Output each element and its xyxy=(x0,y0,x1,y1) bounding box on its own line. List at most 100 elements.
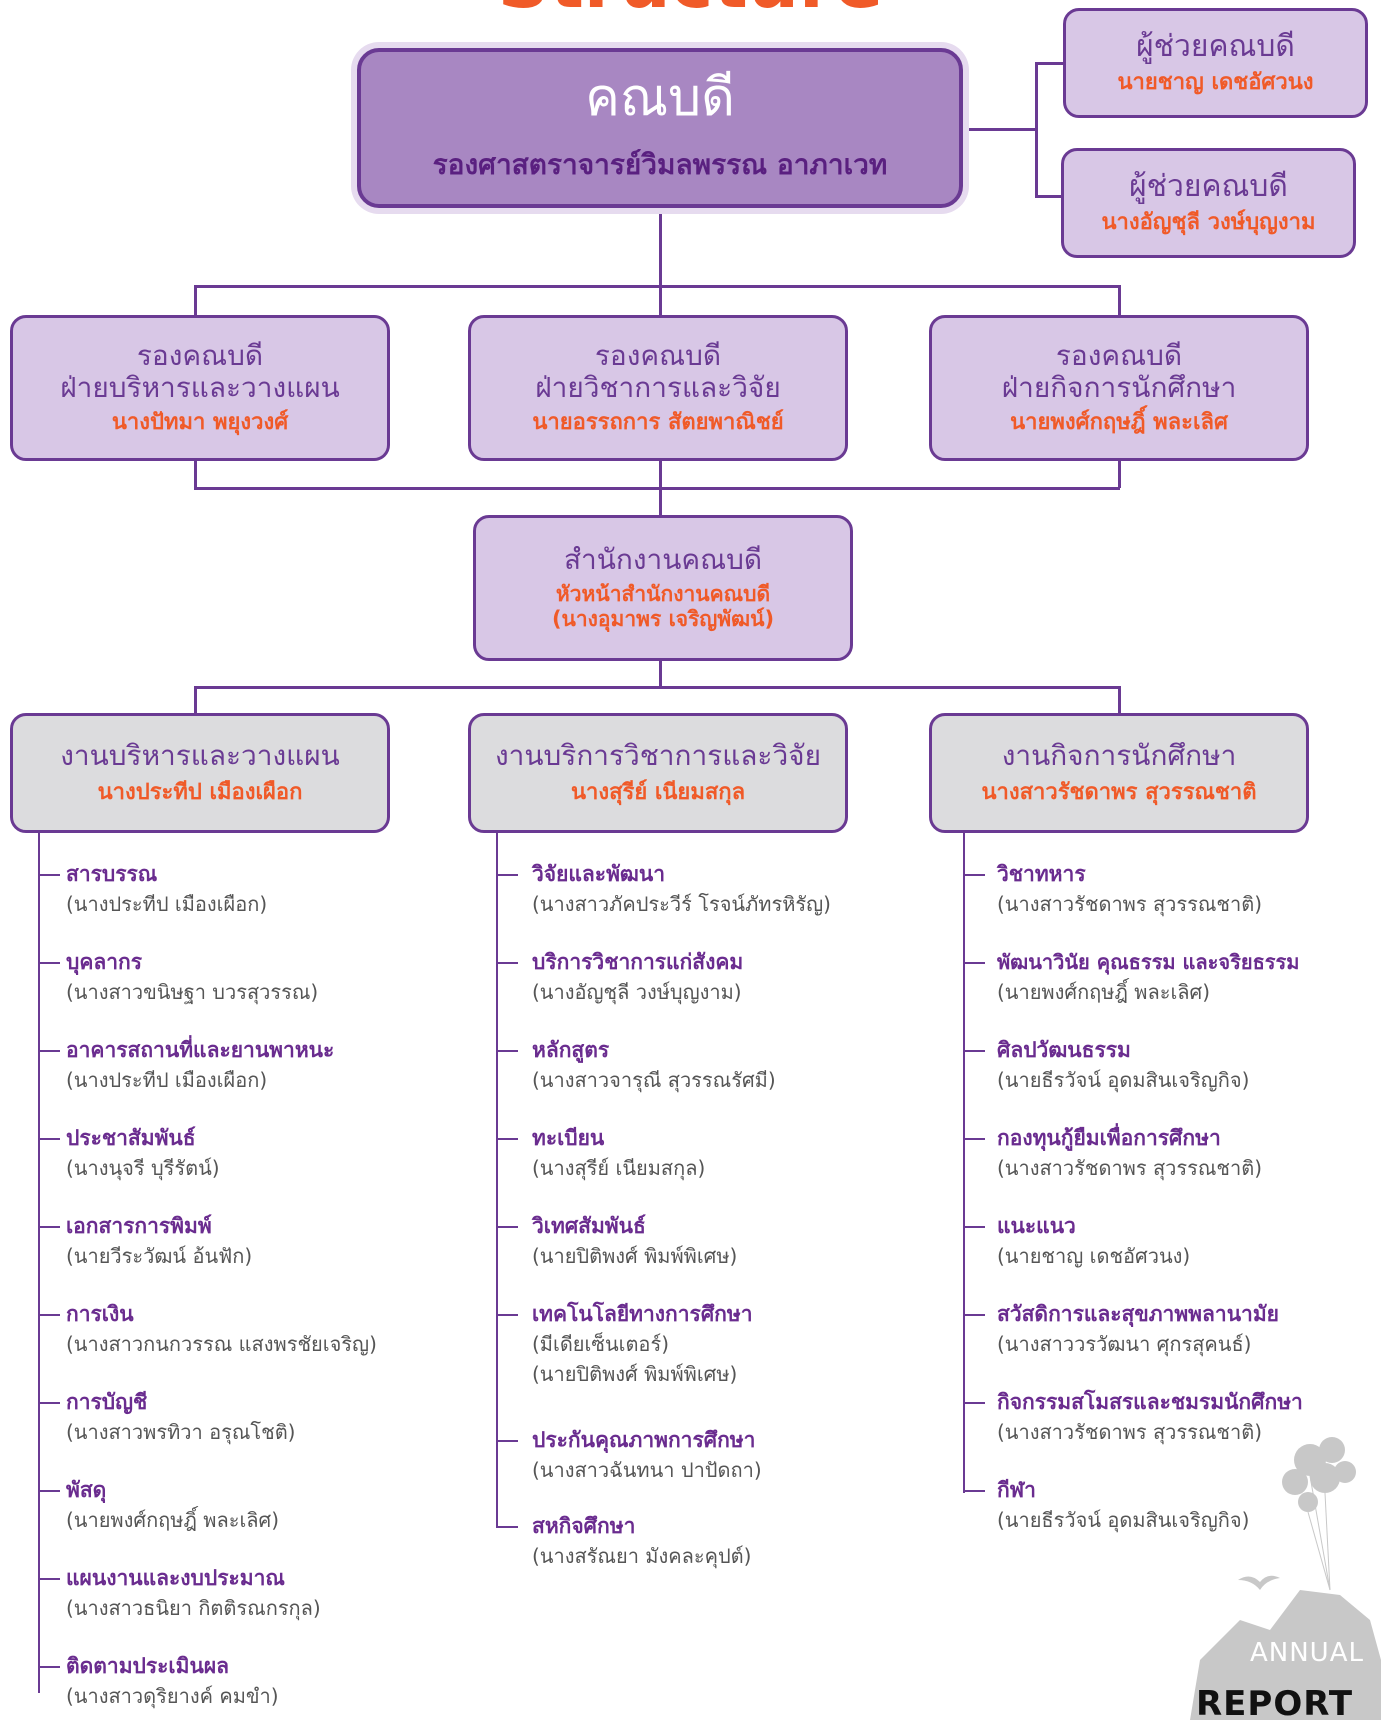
connector xyxy=(1118,460,1121,488)
section-title: วิเทศสัมพันธ์ xyxy=(532,1214,646,1238)
dean-box: คณบดี รองศาสตราจารย์วิมลพรรณ อาภาเวท xyxy=(357,48,963,208)
section-title: วิชาทหาร xyxy=(997,862,1086,886)
office-name: (นางอุมาพร เจริญพัฒน์) xyxy=(551,607,775,632)
vice-dean-box: รองคณบดี ฝ่ายวิชาการและวิจัย นายอรรถการ … xyxy=(468,315,848,461)
section-title: พัสดุ xyxy=(66,1478,107,1502)
section-item: สารบรรณ(นางประทีป เมืองเผือก) xyxy=(66,859,267,919)
vice-dean-dept: ฝ่ายบริหารและวางแผน xyxy=(60,370,340,404)
section-person: (นางสาวรัชดาพร สุวรรณชาติ) xyxy=(997,1156,1263,1180)
section-title: ประชาสัมพันธ์ xyxy=(66,1126,196,1150)
unit-box: งานบริการวิชาการและวิจัย นางสุรีย์ เนียม… xyxy=(468,713,848,833)
list-tick xyxy=(496,1314,518,1316)
section-title: กิจกรรมสโมสรและชมรมนักศึกษา xyxy=(997,1390,1303,1414)
section-item: พัฒนาวินัย คุณธรรม และจริยธรรม(นายพงศ์กฤ… xyxy=(997,947,1299,1007)
section-person: (นายวีระวัฒน์ อ้นฟัก) xyxy=(66,1244,253,1268)
vice-dean-title: รองคณบดี xyxy=(594,338,722,372)
connector xyxy=(496,833,498,1528)
section-item: กีฬา(นายธีรวัจน์ อุดมสินเจริญกิจ) xyxy=(997,1475,1249,1535)
section-item: สวัสดิการและสุขภาพพลานามัย(นางสาววรวัฒนา… xyxy=(997,1299,1279,1359)
list-tick xyxy=(963,874,985,876)
list-tick xyxy=(963,1138,985,1140)
section-item: ทะเบียน (นางสุรีย์ เนียมสกุล) xyxy=(532,1123,705,1183)
section-person: (นายพงศ์กฤษฎิ์ พละเลิศ) xyxy=(997,980,1211,1004)
section-item: หลักสูตร(นางสาวจารุณี สุวรรณรัศมี) xyxy=(532,1035,776,1095)
list-tick xyxy=(38,1138,60,1140)
section-item: ติดตามประเมินผล(นางสาวดุริยางค์ คมขำ) xyxy=(66,1651,279,1711)
connector xyxy=(1118,285,1121,315)
connector xyxy=(659,660,662,688)
section-person: (นางสาวดุริยางค์ คมขำ) xyxy=(66,1684,279,1708)
silhouette-icon xyxy=(1190,1590,1381,1720)
section-person: (นางสุรีย์ เนียมสกุล) xyxy=(532,1156,706,1180)
section-title: เอกสารการพิมพ์ xyxy=(66,1214,212,1238)
section-title: เทคโนโลยีทางการศึกษา xyxy=(532,1302,753,1326)
connector xyxy=(1035,62,1065,65)
section-person: (นายปิติพงศ์ พิมพ์พิเศษ) xyxy=(532,1362,738,1386)
watermark-line1: ANNUAL xyxy=(1250,1638,1364,1668)
assistant-title: ผู้ช่วยคณบดี xyxy=(1136,28,1295,64)
unit-title: งานกิจการนักศึกษา xyxy=(1001,738,1237,772)
section-person: (นางสาวกนกวรรณ แสงพรชัยเจริญ) xyxy=(66,1332,377,1356)
list-tick xyxy=(963,1314,985,1316)
section-person: (นางสรัณยา มังคละคุปต์) xyxy=(532,1544,752,1568)
connector xyxy=(1035,195,1065,198)
vice-dean-title: รองคณบดี xyxy=(1055,338,1183,372)
unit-title: งานบริการวิชาการและวิจัย xyxy=(494,738,821,772)
assistant-name: นายชาญ เดชอัศวนง xyxy=(1117,70,1314,96)
section-title: กองทุนกู้ยืมเพื่อการศึกษา xyxy=(997,1126,1221,1150)
connector xyxy=(194,487,1120,490)
connector xyxy=(194,460,197,488)
list-tick xyxy=(496,1440,518,1442)
vice-dean-name: นายอรรถการ สัตยพาณิชย์ xyxy=(532,409,784,435)
section-title: บริการวิชาการแก่สังคม xyxy=(532,950,744,974)
connector xyxy=(194,285,197,315)
assistant-box: ผู้ช่วยคณบดี นางอัญชุลี วงษ์บุญงาม xyxy=(1061,148,1356,258)
section-person: (นายชาญ เดชอัศวนง) xyxy=(997,1244,1191,1268)
unit-name: นางสุรีย์ เนียมสกุล xyxy=(570,779,746,805)
section-title: หลักสูตร xyxy=(532,1038,610,1062)
assistant-box: ผู้ช่วยคณบดี นายชาญ เดชอัศวนง xyxy=(1063,8,1368,118)
section-person: (นางสาวรัชดาพร สุวรรณชาติ) xyxy=(997,1420,1263,1444)
list-tick xyxy=(963,962,985,964)
connector xyxy=(194,686,1120,689)
assistant-name: นางอัญชุลี วงษ์บุญงาม xyxy=(1101,210,1316,236)
section-item: ประกันคุณภาพการศึกษา(นางสาวฉันทนา ปาปัดถ… xyxy=(532,1425,762,1485)
unit-box: งานกิจการนักศึกษา นางสาวรัชดาพร สุวรรณชา… xyxy=(929,713,1309,833)
unit-title: งานบริหารและวางแผน xyxy=(60,738,340,772)
section-item: ศิลปวัฒนธรรม(นายธีรวัจน์ อุดมสินเจริญกิจ… xyxy=(997,1035,1249,1095)
section-title: ทะเบียน xyxy=(532,1126,605,1150)
section-title: กีฬา xyxy=(997,1478,1036,1502)
list-tick xyxy=(38,962,60,964)
section-title: สวัสดิการและสุขภาพพลานามัย xyxy=(997,1302,1279,1326)
assistant-title: ผู้ช่วยคณบดี xyxy=(1129,168,1288,204)
list-tick xyxy=(38,1578,60,1580)
list-tick xyxy=(496,1526,518,1528)
section-item: วิจัยและพัฒนา(นางสาวภัคประวีร์ โรจน์ภัทร… xyxy=(532,859,831,919)
list-tick xyxy=(38,1050,60,1052)
office-head: หัวหน้าสำนักงานคณบดี xyxy=(555,581,771,606)
section-title: แผนงานและงบประมาณ xyxy=(66,1566,285,1590)
section-title: สหกิจศึกษา xyxy=(532,1514,636,1538)
list-tick xyxy=(38,1226,60,1228)
section-item: สหกิจศึกษา (นางสรัณยา มังคละคุปต์) xyxy=(532,1511,751,1571)
list-tick xyxy=(38,1490,60,1492)
section-person: (นางนุจรี บุรีรัตน์) xyxy=(66,1156,220,1180)
section-person: (นางสาวธนิยา กิตติรณกรกุล) xyxy=(66,1596,321,1620)
section-person: (นายปิติพงศ์ พิมพ์พิเศษ) xyxy=(532,1244,738,1268)
watermark-line2: REPORT xyxy=(1196,1684,1354,1724)
unit-name: นางประทีป เมืองเผือก xyxy=(97,779,303,805)
section-person: (นางประทีป เมืองเผือก) xyxy=(66,892,268,916)
vice-dean-name: นายพงศ์กฤษฎิ์ พละเลิศ xyxy=(1010,409,1228,435)
office-title: สำนักงานคณบดี xyxy=(563,542,763,576)
vice-dean-title: รองคณบดี xyxy=(136,338,264,372)
section-title: ประกันคุณภาพการศึกษา xyxy=(532,1428,756,1452)
section-title: บุคลากร xyxy=(66,950,143,974)
section-person: (นางประทีป เมืองเผือก) xyxy=(66,1068,268,1092)
dean-office-box: สำนักงานคณบดี หัวหน้าสำนักงานคณบดี (นางอ… xyxy=(473,515,853,661)
section-item: กิจกรรมสโมสรและชมรมนักศึกษา (นางสาวรัชดาพ… xyxy=(997,1387,1303,1447)
section-item: เทคโนโลยีทางการศึกษา(มีเดียเซ็นเตอร์)(นา… xyxy=(532,1299,753,1389)
section-person: (นางสาวพรทิวา อรุณโชติ) xyxy=(66,1420,296,1444)
list-tick xyxy=(496,1138,518,1140)
section-person: (นายธีรวัจน์ อุดมสินเจริญกิจ) xyxy=(997,1068,1250,1092)
list-tick xyxy=(496,874,518,876)
